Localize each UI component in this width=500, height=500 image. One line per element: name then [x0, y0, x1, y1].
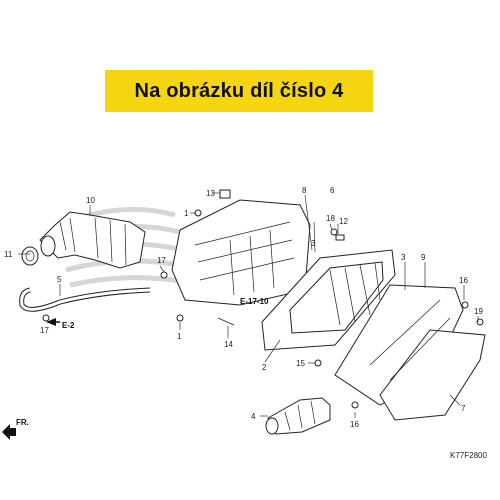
- callout-19: 19: [474, 307, 483, 316]
- callout-3a: 3: [311, 239, 316, 248]
- intake-duct-part-10: [39, 211, 146, 269]
- callout-6: 6: [330, 186, 335, 195]
- callout-1b: 1: [177, 332, 182, 341]
- callout-15: 15: [296, 359, 305, 368]
- banner-text: Na obrázku díl číslo 4: [134, 79, 344, 102]
- front-marker-label: FR.: [16, 418, 29, 427]
- callout-1a: 1: [184, 209, 189, 218]
- callout-4: 4: [251, 412, 256, 421]
- breather-tube-part-5: [19, 287, 151, 312]
- callout-5: 5: [57, 275, 62, 284]
- small-fasteners: [42, 228, 345, 367]
- callout-9: 9: [421, 253, 426, 262]
- callout-16a: 16: [459, 276, 468, 285]
- callout-10: 10: [86, 196, 95, 205]
- callout-2: 2: [262, 363, 267, 372]
- callout-16b: 16: [350, 420, 359, 429]
- callout-8: 8: [302, 186, 307, 195]
- callout-3b: 3: [401, 253, 406, 262]
- callout-17b: 17: [157, 256, 166, 265]
- drain-tube-part-4: [265, 397, 331, 435]
- callout-labels: 10 11 5 17 17 13 1 1 14 8 3 18 12 6 2 15…: [4, 186, 483, 429]
- callout-11: 11: [4, 250, 13, 259]
- callout-13: 13: [206, 189, 215, 198]
- air-cleaner-case-lower: [334, 284, 486, 421]
- diagram-code: K77F2800: [450, 451, 487, 460]
- front-direction-arrow-icon: [2, 424, 16, 440]
- reference-e17-10: E-17-10: [240, 297, 269, 306]
- callout-14: 14: [224, 340, 233, 349]
- callout-12: 12: [339, 217, 348, 226]
- callout-7: 7: [461, 404, 466, 413]
- leader-lines: [18, 192, 479, 418]
- air-cleaner-case-upper: [171, 189, 311, 326]
- clamp-part-11: [21, 246, 39, 266]
- callout-18: 18: [326, 214, 335, 223]
- callout-17a: 17: [40, 326, 49, 335]
- title-banner: Na obrázku díl číslo 4: [105, 70, 373, 112]
- reference-arrow-e2: [46, 318, 60, 326]
- filter-element-part-2: [261, 249, 396, 351]
- reference-e2: E-2: [62, 321, 75, 330]
